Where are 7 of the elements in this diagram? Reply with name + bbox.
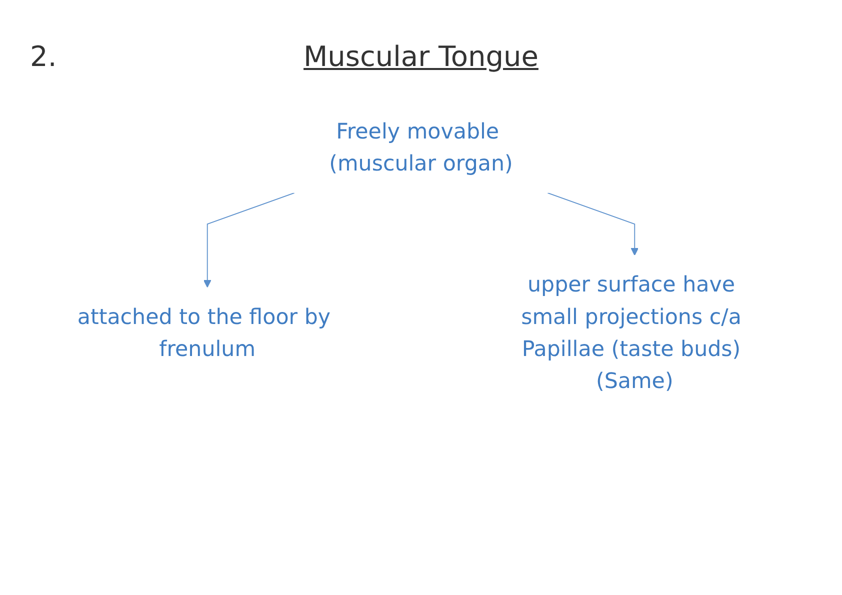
section-number: 2. [30, 40, 57, 73]
node-text: upper surface have small projections c/a Papillae (taste buds) (Same) [521, 272, 742, 394]
node-text: Freely movable (muscular organ) [329, 119, 513, 176]
arrow [547, 192, 639, 256]
node-text: attached to the floor by frenulum [77, 304, 331, 362]
arrow [203, 192, 295, 288]
title: Muscular Tongue [304, 40, 538, 73]
